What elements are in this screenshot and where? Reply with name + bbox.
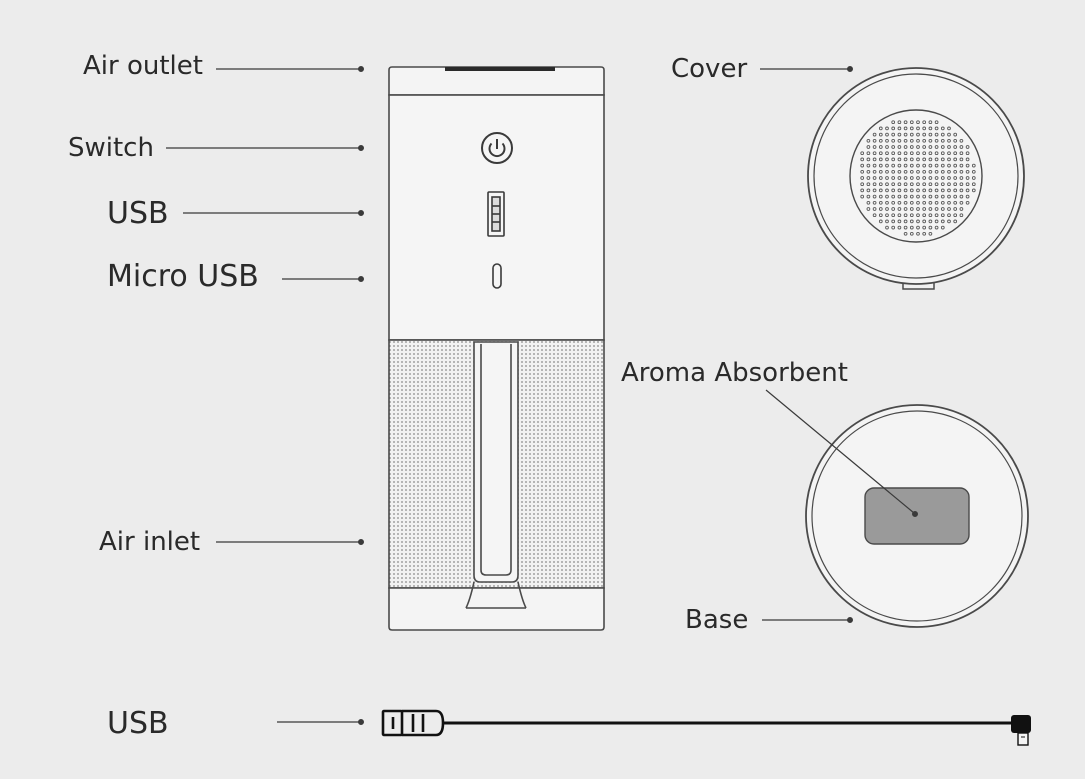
label-air-inlet: Air inlet bbox=[99, 527, 201, 557]
label-base: Base bbox=[685, 605, 749, 635]
usb-cable bbox=[381, 709, 1031, 746]
usb-port-icon bbox=[487, 191, 505, 237]
micro-usb-plug-icon bbox=[1011, 715, 1031, 746]
base-leaders bbox=[762, 389, 918, 623]
label-usb-port: USB bbox=[107, 196, 169, 231]
label-micro-usb: Micro USB bbox=[107, 259, 259, 294]
leader-lines-left bbox=[166, 65, 365, 725]
label-cover: Cover bbox=[671, 54, 748, 84]
cover-leader bbox=[760, 65, 853, 72]
usb-a-plug-icon bbox=[381, 709, 445, 737]
label-usb-cable: USB bbox=[107, 706, 169, 741]
label-switch: Switch bbox=[68, 133, 154, 163]
micro-usb-port-icon bbox=[492, 263, 502, 289]
cover-vent-holes bbox=[860, 120, 976, 236]
power-switch-icon[interactable] bbox=[481, 132, 513, 164]
light-channel bbox=[465, 341, 527, 609]
label-aroma-absorbent: Aroma Absorbent bbox=[621, 358, 848, 388]
cover-illustration bbox=[807, 67, 1025, 290]
label-air-outlet: Air outlet bbox=[83, 51, 203, 81]
